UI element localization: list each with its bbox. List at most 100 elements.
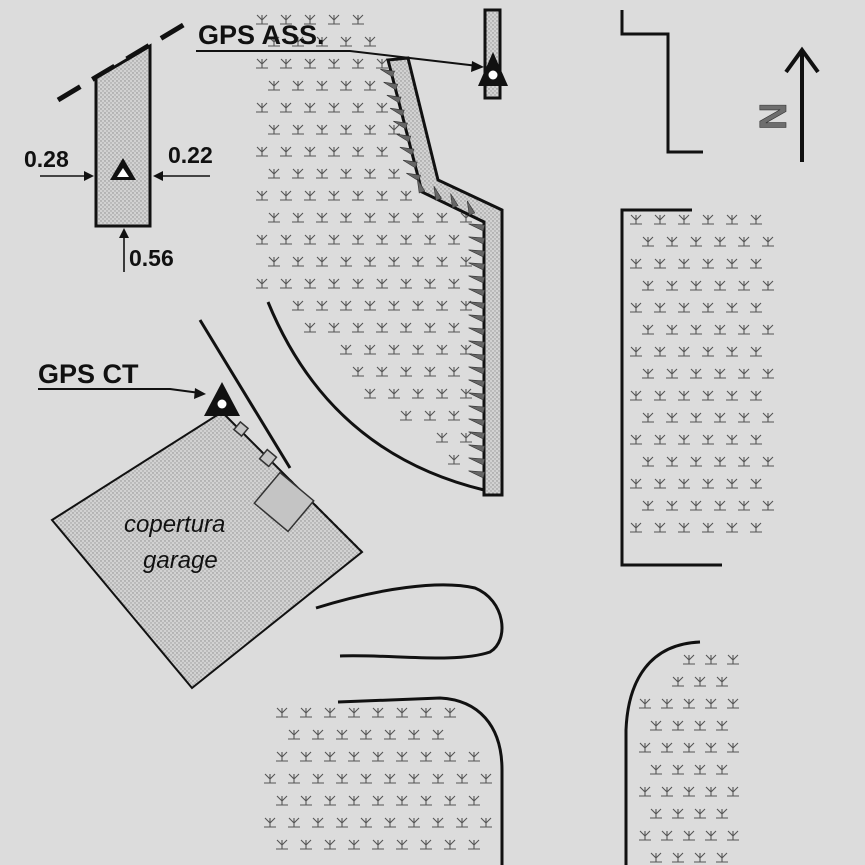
vegetation-tuft [339,168,353,179]
vegetation-tuft [339,124,353,135]
vegetation-tuft [419,751,433,762]
vegetation-tuft [704,698,718,709]
vegetation-tuft [323,707,337,718]
vegetation-tuft [407,773,421,784]
vegetation-tuft [351,278,365,289]
vegetation-tuft [726,786,740,797]
vegetation-tuft [749,522,763,533]
vegetation-tuft [279,102,293,113]
detail-pillar [94,43,152,228]
dimension-bottom-label: 0.56 [129,245,174,271]
vegetation-tuft [363,388,377,399]
vegetation-tuft [351,190,365,201]
vegetation-tuft [351,234,365,245]
vegetation-tuft [299,795,313,806]
vegetation-tuft [435,256,449,267]
vegetation-tuft [255,234,269,245]
vegetation-tuft [653,346,667,357]
vegetation-tuft [701,214,715,225]
vegetation-tuft [459,432,473,443]
vegetation-tuft [419,839,433,850]
vegetation-tuft [653,522,667,533]
vegetation-tuft [399,410,413,421]
vegetation-tuft [275,707,289,718]
vegetation-tuft [395,839,409,850]
hedge-spike [468,249,486,258]
vegetation-tuft [682,654,696,665]
vegetation-tuft [263,817,277,828]
vegetation-tuft [363,212,377,223]
vegetation-tuft [371,839,385,850]
vegetation-tuft [447,454,461,465]
vegetation-tuft [419,795,433,806]
vegetation-tuft [347,839,361,850]
vegetation-tuft [363,80,377,91]
vegetation-tuft [689,500,703,511]
dimension-bottom-arrow [119,228,129,272]
vegetation-tuft [638,830,652,841]
vegetation-tuft [677,302,691,313]
vegetation-tuft [761,280,775,291]
vegetation-tuft [291,80,305,91]
vegetation-tuft [443,795,457,806]
hedge-spike [468,340,486,349]
vegetation-tuft [411,212,425,223]
vegetation-tuft [677,214,691,225]
vegetation-tuft [677,390,691,401]
vegetation-tuft [689,368,703,379]
vegetation-tuft [287,817,301,828]
vegetation-tuft [660,830,674,841]
hedge-spike [468,327,486,336]
vegetation-tuft [311,729,325,740]
vegetation-tuft [351,58,365,69]
vegetation-tuft [299,751,313,762]
vegetation-tuft [407,817,421,828]
vegetation-tuft [641,324,655,335]
vegetation-tuft [291,300,305,311]
vegetation-tuft [715,764,729,775]
vegetation-tuft [455,773,469,784]
vegetation-tuft [327,190,341,201]
hedge-spike [402,159,418,169]
vegetation-tuft [339,80,353,91]
vegetation-tuft [447,234,461,245]
vegetation-tuft [713,324,727,335]
vegetation-tuft [665,324,679,335]
building-outline-northeast [620,10,703,154]
vegetation-tuft [327,14,341,25]
north-arrow-icon [784,46,820,162]
road-loop [315,583,504,660]
vegetation-tuft [387,124,401,135]
vegetation-tuft [725,258,739,269]
vegetation-tuft [749,390,763,401]
vegetation-tuft [375,58,389,69]
vegetation-tuft [435,300,449,311]
vegetation-tuft [299,707,313,718]
vegetation-tuft [638,742,652,753]
vegetation-tuft [339,36,353,47]
dimension-right-arrow [153,171,210,181]
vegetation-tuft [423,366,437,377]
hedge-spike [468,379,486,388]
vegetation-tuft [435,212,449,223]
vegetation-tuft [339,300,353,311]
vegetation-tuft [713,412,727,423]
vegetation-tuft [291,124,305,135]
vegetation-tuft [629,214,643,225]
hedge-spike [389,107,405,117]
block-east-outline [620,208,722,567]
vegetation-tuft [363,168,377,179]
hedge-spikes [380,68,486,479]
vegetation-tuft [459,256,473,267]
vegetation-tuft [375,278,389,289]
vegetation-tuft [279,190,293,201]
hedge-spike [396,133,412,143]
vegetation-tuft [411,388,425,399]
vegetation-tuft [671,808,685,819]
vegetation-tuft [665,280,679,291]
vegetation-tuft [737,236,751,247]
vegetation-tuft [315,168,329,179]
hedge-spike [468,288,486,297]
hedge-spike [383,81,399,91]
vegetation-tuft [725,346,739,357]
